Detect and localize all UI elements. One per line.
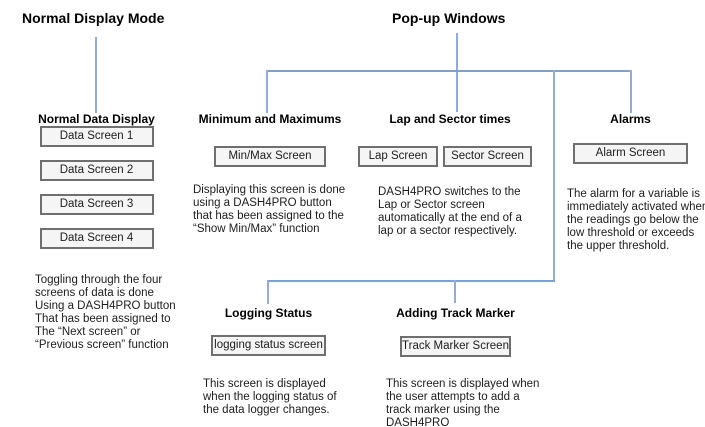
node-lap-screen: Lap Screen [358, 146, 438, 167]
section-adding-track-marker: Adding Track Marker Track Marker Screen … [378, 306, 540, 427]
connector-popup-branch-top [266, 70, 632, 72]
section-logging-status: Logging Status logging status screen Thi… [196, 306, 341, 417]
section-heading: Adding Track Marker [396, 306, 515, 320]
section-description: This screen is displayed when the loggin… [203, 378, 337, 416]
section-normal-data-display: Normal Data Display Data Screen 1 Data S… [14, 112, 179, 352]
section-alarms: Alarms Alarm Screen The alarm for a vari… [558, 112, 705, 253]
title-normal-display-mode: Normal Display Mode [22, 10, 165, 26]
section-heading: Logging Status [224, 306, 313, 320]
section-description: This screen is displayed when the user a… [386, 378, 540, 427]
connector-drop-logging [267, 280, 269, 304]
node-data-screen-2: Data Screen 2 [39, 160, 154, 181]
connector-popup-stem [456, 33, 458, 112]
connector-drop-track-marker [454, 280, 456, 303]
node-track-marker-screen: Track Marker Screen [400, 336, 511, 357]
section-description: The alarm for a variable is immediately … [567, 188, 705, 252]
title-popup-windows: Pop-up Windows [392, 10, 506, 26]
section-heading: Minimum and Maximums [198, 112, 342, 126]
section-description: DASH4PRO switches to the Lap or Sector s… [378, 186, 522, 237]
node-minmax-screen: Min/Max Screen [214, 146, 326, 167]
connector-drop-minmax [266, 70, 268, 113]
node-sector-screen: Sector Screen [443, 146, 532, 167]
node-data-screen-3: Data Screen 3 [39, 194, 154, 215]
node-data-screen-4: Data Screen 4 [39, 228, 154, 249]
section-minimum-maximums: Minimum and Maximums Min/Max Screen Disp… [190, 112, 350, 236]
lap-sector-box-row: Lap Screen Sector Screen [358, 146, 542, 167]
connector-popup-branch-bottom [267, 280, 555, 282]
connector-drop-alarms [630, 70, 632, 113]
node-alarm-screen: Alarm Screen [573, 143, 688, 164]
section-heading: Alarms [610, 112, 651, 126]
section-description: Displaying this screen is done using a D… [193, 184, 346, 235]
node-logging-status-screen: logging status screen [211, 335, 326, 356]
node-data-screen-1: Data Screen 1 [39, 126, 154, 147]
section-lap-sector-times: Lap and Sector times Lap Screen Sector S… [358, 112, 542, 238]
section-description: Toggling through the four screens of dat… [35, 274, 176, 351]
section-heading: Lap and Sector times [389, 112, 511, 126]
connector-drop-second-row [553, 70, 555, 281]
section-heading: Normal Data Display [38, 112, 155, 126]
connector-normal-mode-stem [95, 37, 97, 113]
